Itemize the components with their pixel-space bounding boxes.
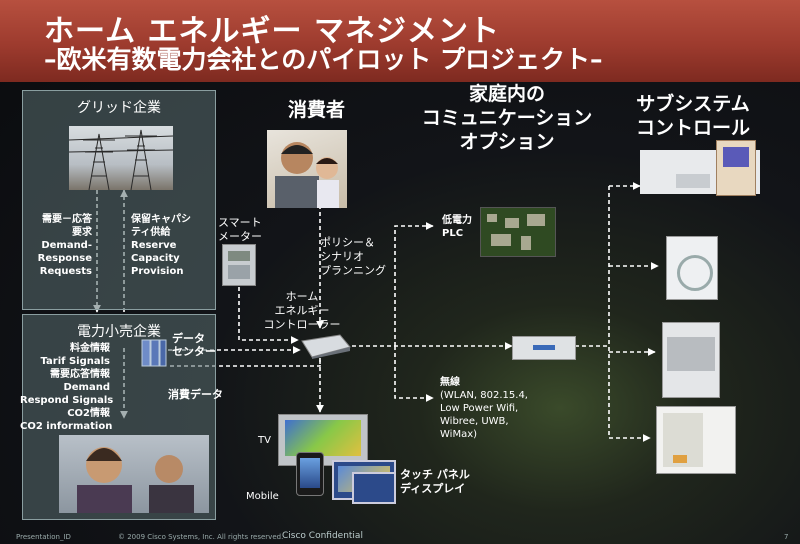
consumption-data-line bbox=[170, 356, 321, 367]
gateway-device-icon bbox=[512, 336, 576, 360]
tv-label: TV bbox=[258, 435, 271, 446]
consumption-data-label: 消費データ bbox=[168, 388, 223, 401]
touch-panel-label: タッチ パネルディスプレイ bbox=[400, 468, 470, 495]
smart-meter-label: スマートメーター bbox=[218, 216, 262, 243]
retail-company-title: 電力小売企業 bbox=[77, 324, 161, 340]
consumer-photo bbox=[267, 130, 347, 208]
subsystem-title: サブシステムコントロール bbox=[635, 93, 750, 139]
dishwasher-icon bbox=[662, 322, 720, 398]
power-tower-image bbox=[69, 126, 173, 190]
mobile-phone-icon bbox=[296, 452, 324, 496]
smart-meter-icon bbox=[222, 244, 256, 286]
slide-subtitle: –欧米有数電力会社とのパイロット プロジェクト– bbox=[44, 45, 603, 74]
communication-title: 家庭内のコミュニケーションオプション bbox=[421, 83, 593, 153]
thermostat-controller-icon bbox=[716, 140, 756, 196]
slide-title: ホーム エネルギー マネジメント bbox=[44, 14, 500, 49]
consumer-title: 消費者 bbox=[288, 99, 346, 121]
grid-company-panel: グリッド企業 bbox=[22, 90, 216, 310]
washing-machine-icon bbox=[666, 236, 718, 300]
retail-company-panel: 電力小売企業 bbox=[22, 314, 216, 520]
home-energy-controller-label: ホームエネルギーコントローラー bbox=[263, 290, 341, 331]
plc-board-icon bbox=[480, 207, 556, 257]
family-icon bbox=[275, 142, 339, 208]
home-energy-controller-icon bbox=[300, 333, 352, 359]
power-tower-icon bbox=[69, 129, 173, 190]
presentation-id: Presentation_ID bbox=[16, 533, 71, 541]
confidential-label: Cisco Confidential bbox=[282, 531, 363, 541]
operator-icon bbox=[77, 447, 194, 513]
page-number: 7 bbox=[784, 533, 789, 541]
touch-panel-secondary-icon bbox=[352, 472, 396, 504]
copyright-text: © 2009 Cisco Systems, Inc. All rights re… bbox=[118, 533, 284, 541]
policy-planning-label: ポリシー＆シナリオプランニング bbox=[320, 236, 386, 277]
controller-to-wireless-line bbox=[394, 346, 434, 402]
operator-photo bbox=[59, 435, 209, 513]
refrigerator-icon bbox=[656, 406, 736, 474]
data-center-server-icon bbox=[140, 338, 168, 368]
mobile-label: Mobile bbox=[246, 491, 279, 502]
grid-company-title: グリッド企業 bbox=[77, 100, 161, 116]
meter-to-controller-line bbox=[238, 280, 299, 344]
wireless-label: 無線(WLAN, 802.15.4,Low Power Wifi,Wibree,… bbox=[440, 377, 528, 440]
title-banner: ホーム エネルギー マネジメント –欧米有数電力会社とのパイロット プロジェクト… bbox=[0, 0, 800, 82]
controller-to-plc-line bbox=[394, 222, 434, 346]
data-center-label: データセンター bbox=[172, 332, 216, 358]
